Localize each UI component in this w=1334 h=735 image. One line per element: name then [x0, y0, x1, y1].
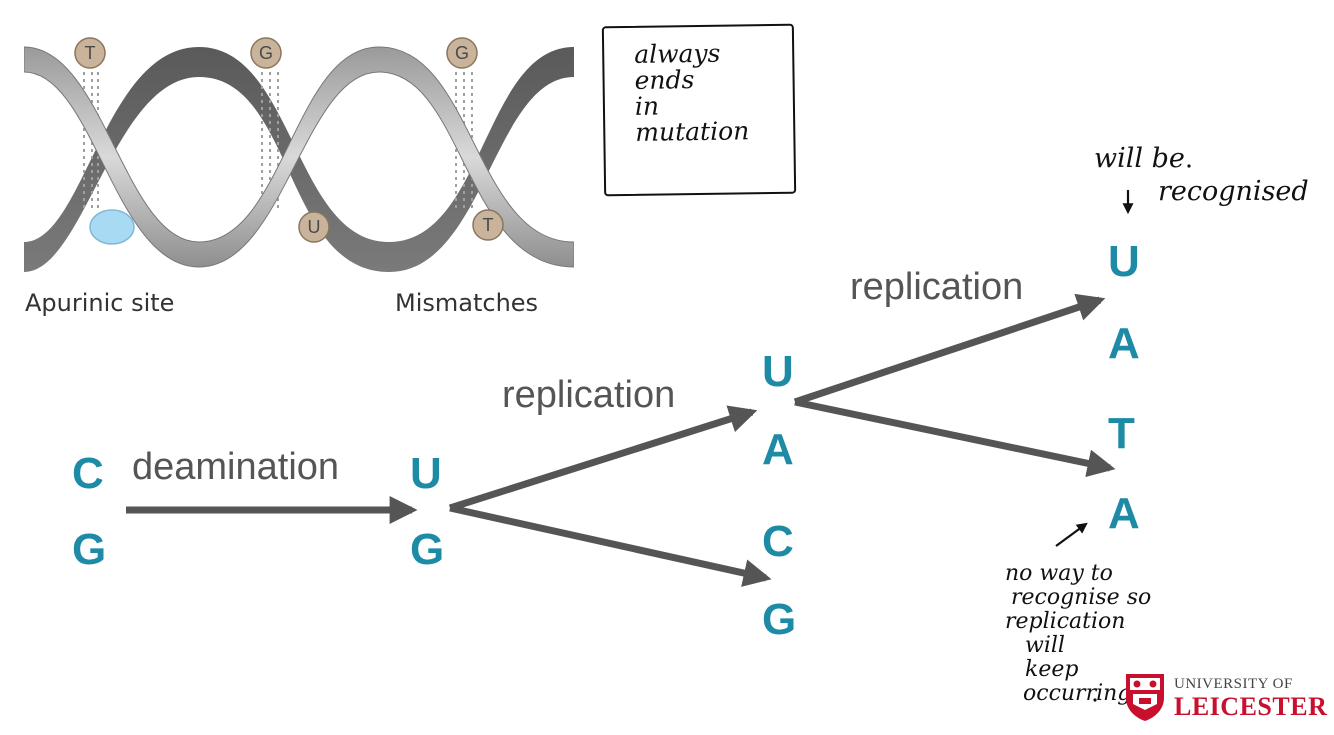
nucleotide-letter: G: [259, 43, 273, 63]
logo-leicester: LEICESTER: [1174, 692, 1328, 721]
base-step1-top: C: [72, 449, 104, 498]
nucleotide-letter: G: [455, 43, 469, 63]
caption-mismatches: Mismatches: [395, 289, 539, 317]
note-line: replication: [1005, 609, 1126, 634]
apurinic-site-marker: [89, 209, 135, 245]
replication-arrow-to-cg: [449, 504, 772, 587]
university-of-leicester-logo: UNIVERSITY OF LEICESTER: [1124, 672, 1327, 724]
base-step3-upper-bottom: A: [762, 425, 794, 474]
base-step2-bottom: G: [410, 525, 445, 574]
deamination-label: deamination: [132, 446, 340, 488]
note-no-way-to-recognise: no way to recognise so replication will …: [1005, 562, 1151, 706]
replication-label-2: replication: [850, 266, 1024, 308]
note-will-be: will be: [1094, 143, 1185, 174]
base-step4-lower-top: T: [1108, 409, 1135, 458]
base-step3-lower-top: C: [762, 517, 794, 566]
helix-front-strand: [24, 46, 574, 268]
note-recognised: recognised: [1158, 176, 1309, 207]
logo-university-of: UNIVERSITY OF: [1174, 676, 1293, 692]
leicester-shield-icon: [1126, 674, 1164, 721]
note-line: occurring: [1023, 681, 1132, 706]
base-step4-upper-bottom: A: [1108, 319, 1140, 368]
base-step1-bottom: G: [72, 525, 107, 574]
dna-helix-illustration: T G G U T: [24, 37, 574, 272]
note-line: recognise so: [1011, 585, 1152, 610]
nucleotide-letter: T: [483, 215, 494, 235]
base-step4-lower-bottom: A: [1108, 489, 1140, 538]
hand-dot: [1187, 164, 1191, 168]
replication-arrow-to-ta: [794, 398, 1116, 478]
nucleotide-letter: T: [85, 43, 96, 63]
note-line: keep: [1025, 657, 1079, 682]
caption-apurinic-site: Apurinic site: [25, 289, 175, 317]
hand-dot: [1093, 698, 1097, 702]
base-step3-upper-top: U: [762, 347, 794, 396]
nucleotide-letter: U: [308, 217, 321, 237]
hand-arrow-up: [1055, 522, 1088, 547]
replication-arrow-to-ua-final: [793, 293, 1106, 406]
replication-label-1: replication: [502, 374, 676, 416]
top-nucleotides: [74, 37, 478, 69]
base-step4-upper-top: U: [1108, 237, 1140, 286]
helix-back-strand: [24, 47, 574, 272]
replication-arrow-to-ua: [448, 405, 758, 512]
note-line: will: [1025, 633, 1065, 658]
base-step2-top: U: [410, 449, 442, 498]
base-step3-lower-bottom: G: [762, 595, 797, 644]
note-line: no way to: [1005, 561, 1113, 586]
bottom-nucleotides: [89, 209, 504, 245]
